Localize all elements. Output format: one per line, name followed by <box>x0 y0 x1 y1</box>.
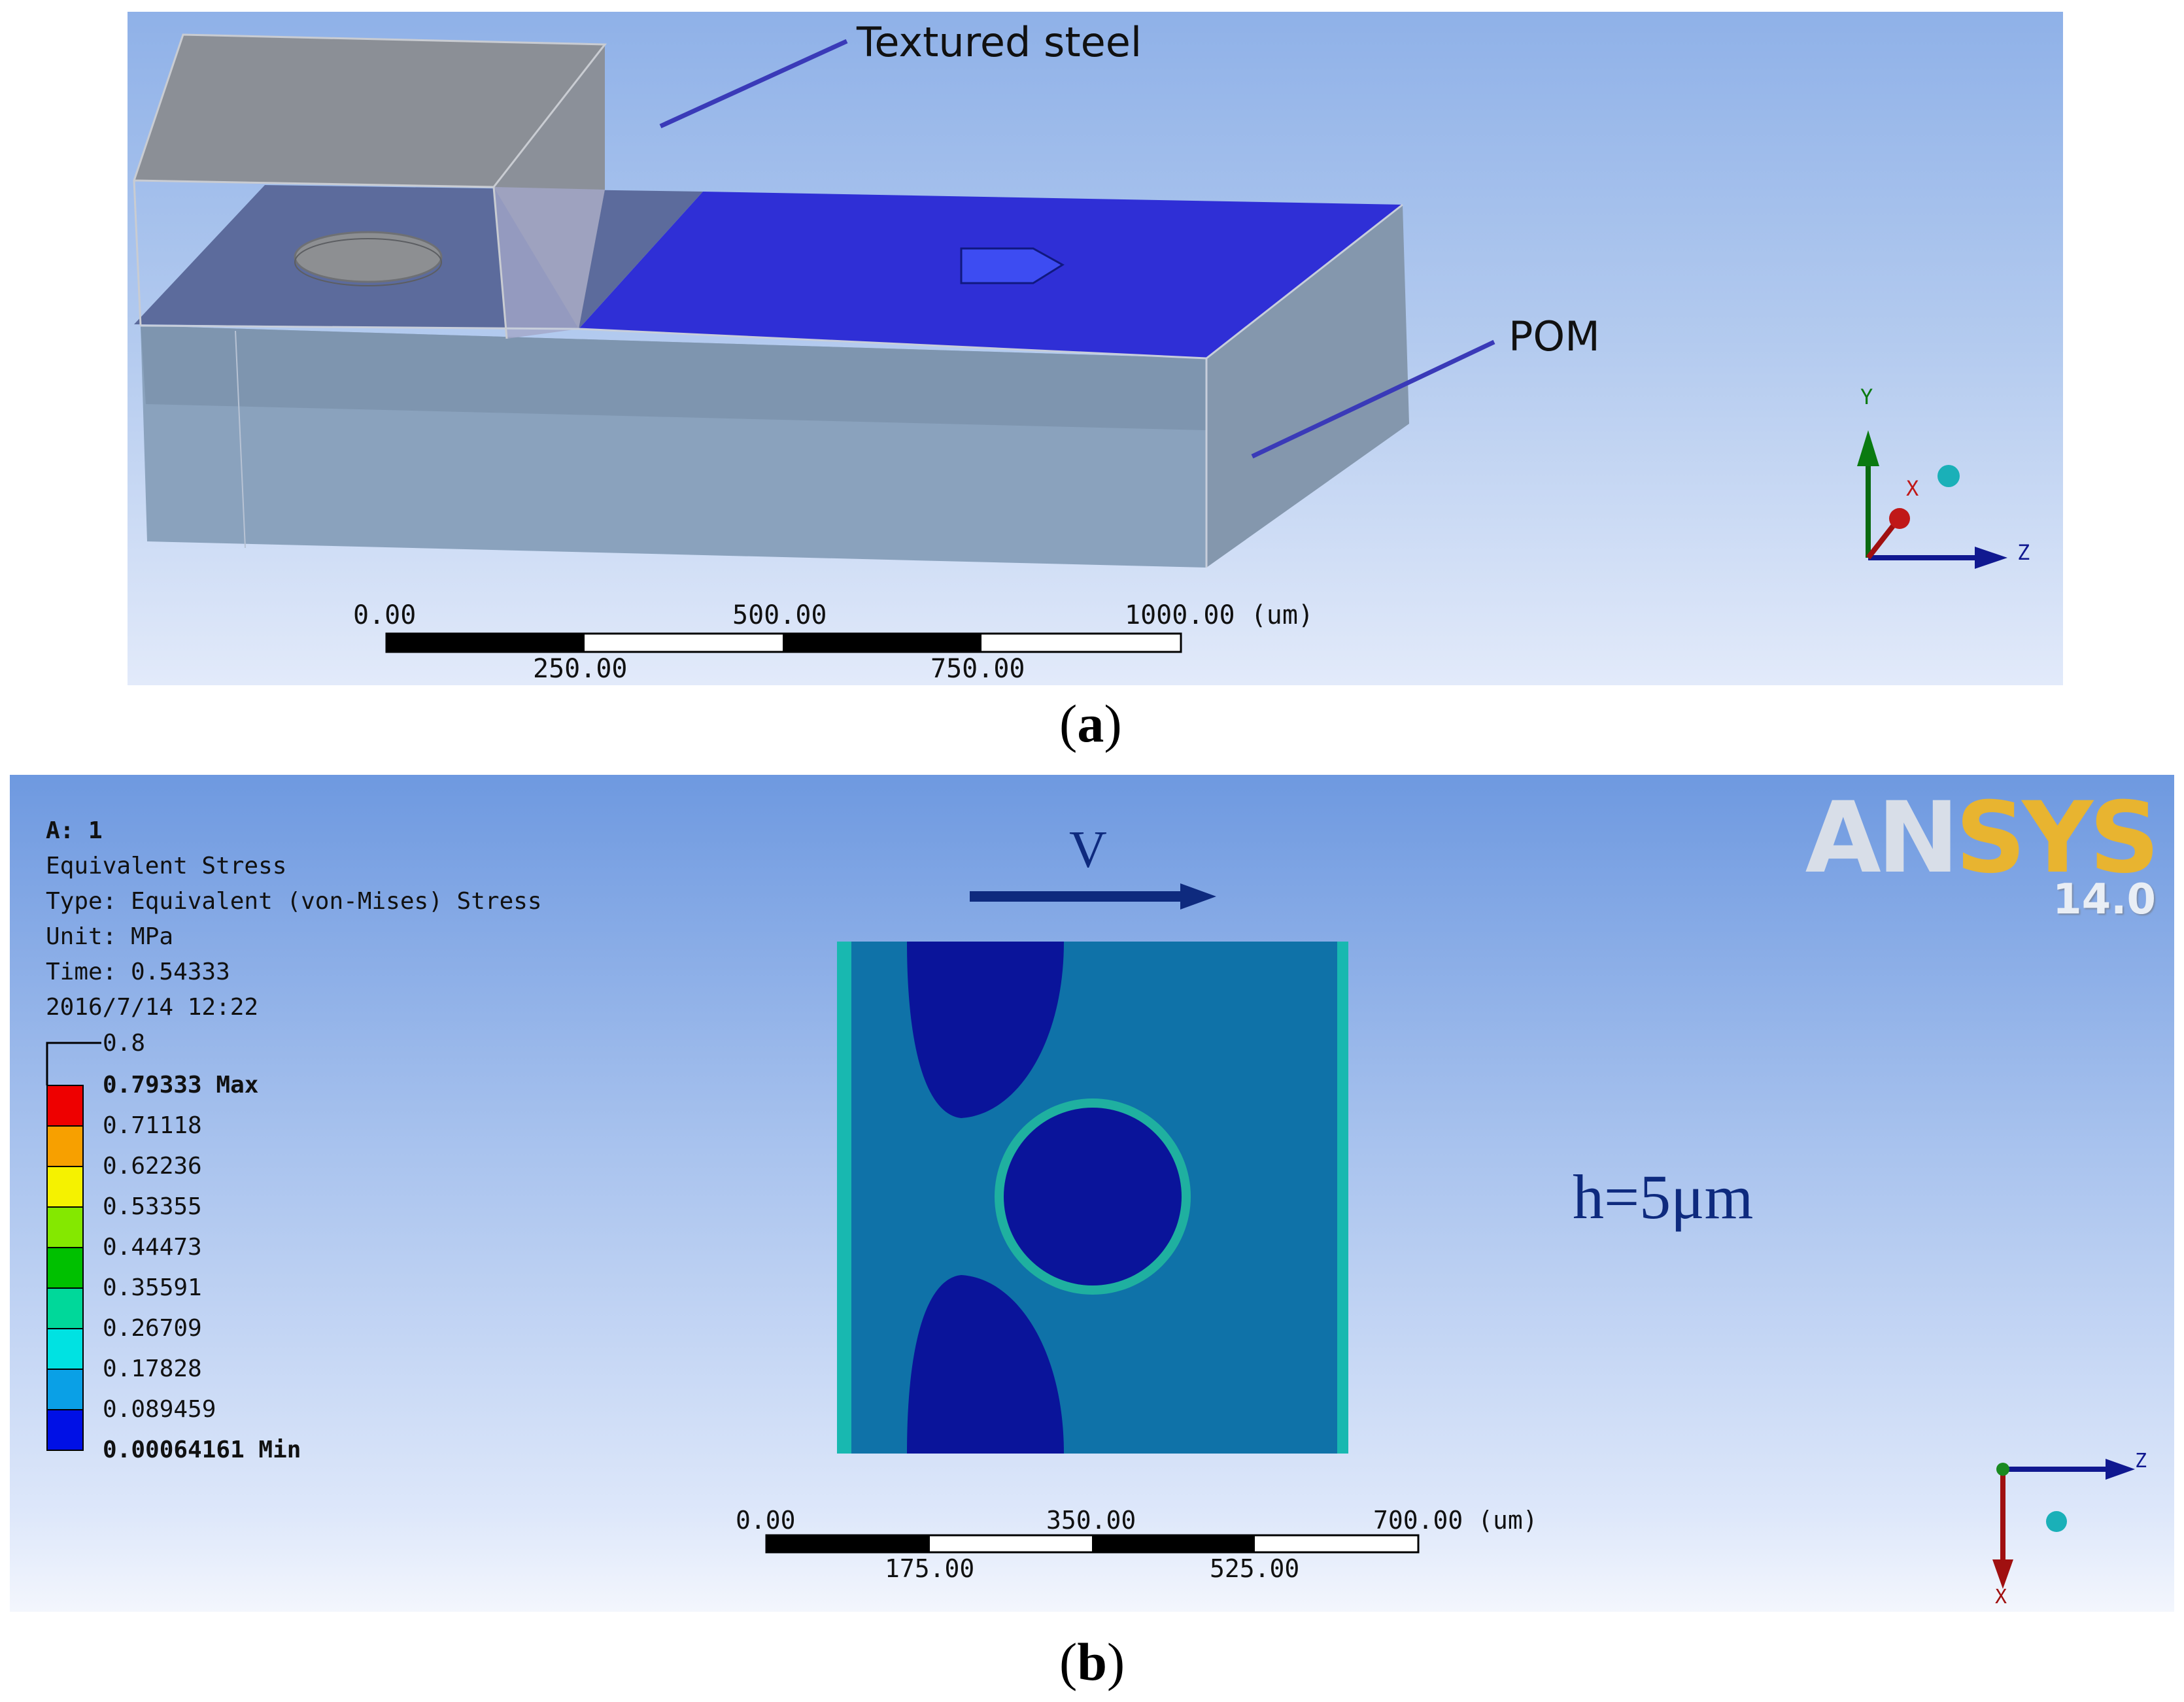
contour-low-region-bottom <box>907 1275 1064 1454</box>
scale-label: 0.00 <box>353 600 417 630</box>
legend-value: 0.089459 <box>103 1396 216 1423</box>
edge <box>235 330 246 549</box>
velocity-arrowhead-icon <box>1180 883 1216 910</box>
scale-bar-segment <box>1092 1535 1255 1552</box>
ansys-version: 14.0 <box>2053 876 2156 924</box>
texture-dimple-rim <box>294 238 442 286</box>
caption-b: (b) <box>1059 1632 1125 1692</box>
legend-swatch <box>46 1125 84 1167</box>
block-edges <box>140 203 1403 360</box>
leader-line-steel <box>659 39 848 129</box>
legend-value: 0.35591 <box>103 1274 202 1301</box>
scale-label: 525.00 <box>1210 1554 1300 1583</box>
triad-iso-ball-icon <box>2046 1511 2067 1532</box>
scale-label: 500.00 <box>732 600 827 630</box>
legend-swatch <box>46 1369 84 1410</box>
legend-value: 0.71118 <box>103 1112 202 1139</box>
scale-label: 750.00 <box>930 654 1025 684</box>
legend-value: 0.44473 <box>103 1234 202 1261</box>
legend-value: 0.79333 Max <box>103 1072 259 1098</box>
edge <box>492 186 508 339</box>
panel-a-geometry-view: Textured steel POM 0.00 500.00 1000.00 (… <box>128 12 2063 685</box>
scale-label: 350.00 <box>1046 1506 1136 1535</box>
triad-z-arrow-icon <box>1975 547 2007 569</box>
panel-b-drawing <box>46 883 2135 1589</box>
triad-x-axis <box>1866 520 1899 560</box>
contour-right-edge <box>1337 942 1348 1454</box>
contour-dimple-core <box>1004 1108 1182 1285</box>
triad-x-label: X <box>1995 1586 2007 1608</box>
legend-swatch <box>46 1328 84 1370</box>
triad-x-arrow-icon <box>1992 1559 2013 1589</box>
legend-value: 0.17828 <box>103 1355 202 1382</box>
texture-dimple <box>294 231 443 283</box>
panel-b-stress-result: A: 1 Equivalent Stress Type: Equivalent … <box>10 775 2174 1612</box>
pom-right-face <box>1206 205 1409 568</box>
contour-left-edge <box>837 942 851 1454</box>
legend-top-bracket <box>46 1042 101 1085</box>
result-unit: Unit: MPa <box>46 923 174 950</box>
logo-sys: SYS <box>1955 781 2160 895</box>
triad-y-arrow-icon <box>1857 430 1879 466</box>
result-id: A: 1 <box>46 817 103 844</box>
legend-value: 0.26709 <box>103 1315 202 1342</box>
triad-y-ball-icon <box>1996 1463 2009 1476</box>
ansys-logo: ANSYS 14.0 <box>1805 781 2160 924</box>
triad-y-label: Y <box>1860 384 1873 409</box>
result-type: Type: Equivalent (von-Mises) Stress <box>46 888 542 915</box>
result-date: 2016/7/14 12:22 <box>46 994 259 1021</box>
scale-bar-segment <box>766 1535 930 1552</box>
pom-front-upper-band <box>141 326 1206 430</box>
scale-label: 250.00 <box>533 654 628 684</box>
steel-top-face <box>134 35 605 187</box>
legend-swatch <box>46 1409 84 1451</box>
velocity-label: V <box>1069 821 1107 879</box>
triad-iso-ball-icon <box>1937 465 1960 487</box>
triad-z-arrow-icon <box>2106 1459 2135 1480</box>
scale-label: 1000.00 (um) <box>1125 600 1314 630</box>
triad-z-label: Z <box>2017 540 2030 565</box>
label-textured-steel: Textured steel <box>857 18 1142 66</box>
scale-bar-segment <box>783 634 981 652</box>
scale-label: 700.00 (um) <box>1373 1506 1538 1535</box>
motion-arrow-icon <box>960 247 1065 284</box>
result-time: Time: 0.54333 <box>46 959 230 985</box>
legend-value: 0.62236 <box>103 1153 202 1180</box>
legend-value: 0.53355 <box>103 1193 202 1220</box>
legend-top-value: 0.8 <box>103 1030 146 1057</box>
legend-swatch <box>46 1206 84 1248</box>
caption-a: (a) <box>1059 694 1122 753</box>
scale-label: 175.00 <box>885 1554 975 1583</box>
scale-bar-segment <box>386 634 585 652</box>
legend-swatch <box>46 1085 84 1127</box>
result-title: Equivalent Stress <box>46 853 287 879</box>
triad-x-ball-icon <box>1889 508 1910 529</box>
triad-z-label: Z <box>2135 1450 2147 1472</box>
triad-x-label: X <box>1906 476 1919 501</box>
block-edges-2 <box>133 33 607 326</box>
contour-low-region-top <box>907 942 1064 1118</box>
legend-color-bar <box>46 1085 84 1451</box>
steel-front-glass <box>494 187 605 339</box>
panel-a-drawing <box>133 33 2007 653</box>
leader-line-pom <box>1251 339 1495 459</box>
legend-swatch <box>46 1247 84 1289</box>
legend-value: 0.00064161 Min <box>103 1437 301 1463</box>
logo-an: AN <box>1805 781 1960 895</box>
label-pom: POM <box>1509 313 1600 360</box>
scale-label: 0.00 <box>736 1506 796 1535</box>
legend-swatch <box>46 1166 84 1208</box>
legend-swatch <box>46 1287 84 1329</box>
film-thickness-label: h=5μm <box>1573 1162 1754 1232</box>
